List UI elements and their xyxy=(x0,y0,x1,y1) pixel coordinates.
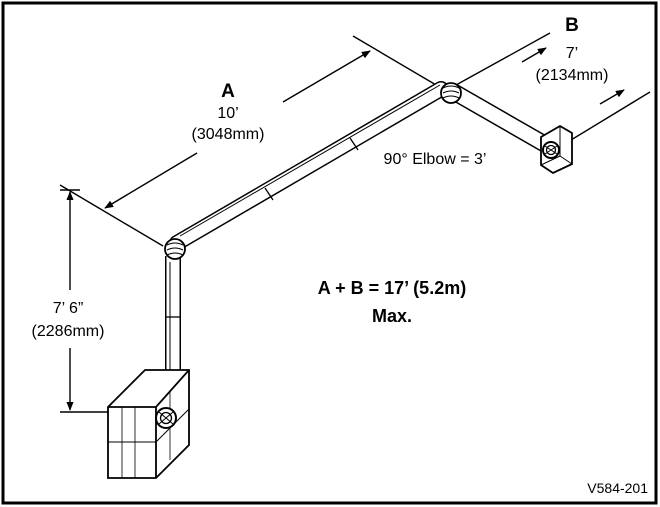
appliance-box xyxy=(107,369,190,479)
dim-a-arrow-lower xyxy=(104,152,198,209)
max-length-formula: A + B = 17’ (5.2m) xyxy=(318,278,466,298)
run-b-letter: B xyxy=(565,15,579,36)
dim-a-arrow-upper xyxy=(282,50,371,103)
elbow-note: 90° Elbow = 3’ xyxy=(384,151,487,168)
run-a-length-ft: 10’ xyxy=(217,105,238,122)
run-b-length-mm: (2134mm) xyxy=(536,67,609,84)
dim-b-arrow-lower xyxy=(599,89,625,105)
run-b-length-ft: 7’ xyxy=(566,45,578,62)
dim-b-arrow-upper xyxy=(521,47,547,63)
vertical-length-ft: 7’ 6” xyxy=(53,300,84,317)
wall-termination xyxy=(540,124,573,175)
elbow-upper xyxy=(440,82,462,104)
vertical-length-mm: (2286mm) xyxy=(32,323,105,340)
dimension-arrows xyxy=(66,47,625,411)
pipe-a-highlight xyxy=(179,84,441,237)
elbow-lower xyxy=(164,238,186,260)
appliance-vent-collar xyxy=(155,407,177,429)
run-a-length-mm: (3048mm) xyxy=(192,126,265,143)
max-label: Max. xyxy=(372,306,412,326)
pipe-joint xyxy=(349,137,359,151)
figure-code: V584-201 xyxy=(587,480,648,496)
pipe-joint xyxy=(264,187,274,201)
run-a-letter: A xyxy=(221,81,235,102)
extension-lines xyxy=(59,32,651,413)
